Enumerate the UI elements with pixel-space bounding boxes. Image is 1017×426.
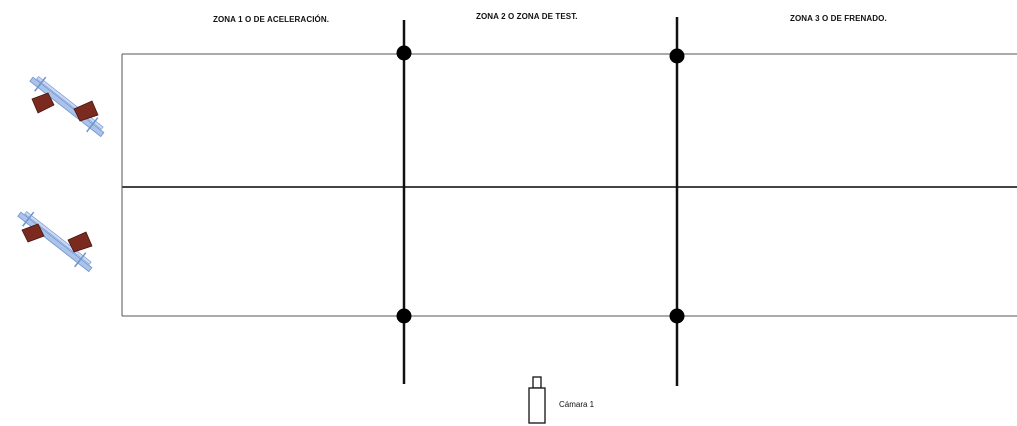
photocell-gate2-top [669, 48, 685, 64]
photocell-gate1-top [396, 45, 412, 61]
starting-block-icon [29, 76, 105, 138]
timing-gates [396, 17, 685, 386]
zone-1-label: ZONA 1 O DE ACELERACIÓN. [213, 15, 330, 24]
camera-label: Cámara 1 [559, 400, 595, 409]
camera-icon [528, 376, 546, 424]
track-lanes [121, 53, 1017, 317]
starting-block-icon [17, 211, 93, 273]
zone-2-label: ZONA 2 O ZONA DE TEST. [476, 12, 578, 21]
zone-3-label: ZONA 3 O DE FRENADO. [790, 14, 887, 23]
photocell-gate1-bottom [396, 308, 412, 324]
photocell-gate2-bottom [669, 308, 685, 324]
